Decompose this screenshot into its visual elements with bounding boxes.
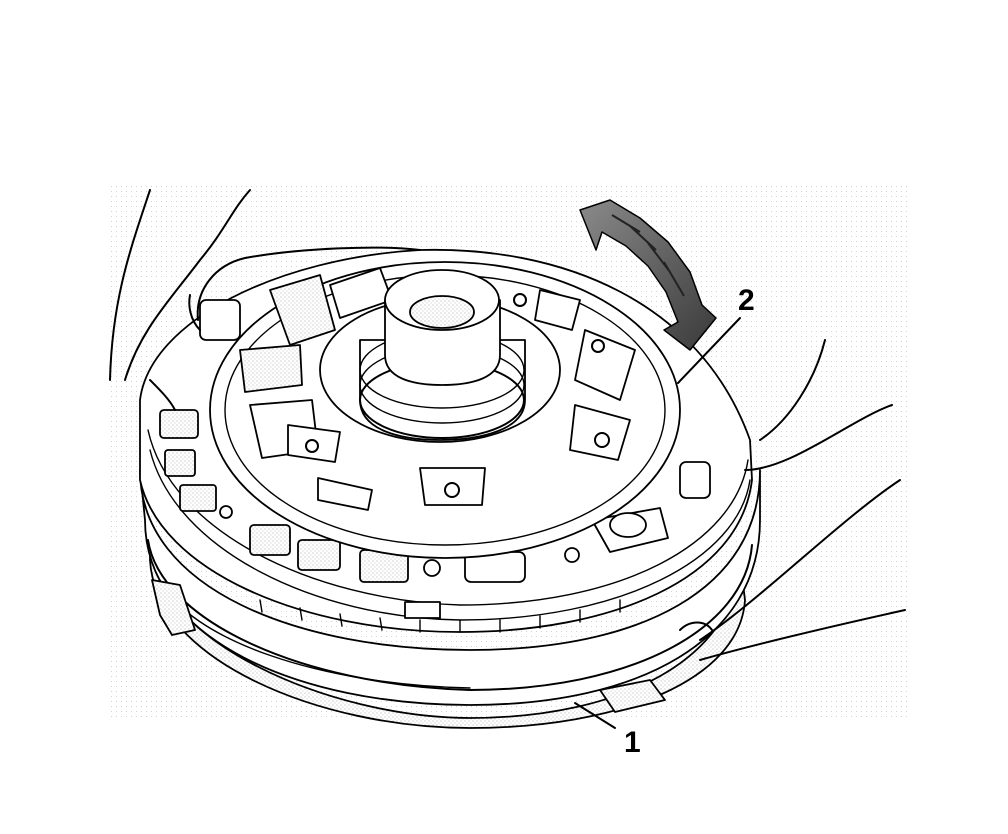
right-hand bbox=[679, 339, 906, 661]
rotation-arrow-icon bbox=[579, 199, 717, 351]
callout-label-2: 2 bbox=[738, 284, 755, 317]
lower-housing bbox=[139, 469, 761, 729]
left-hand bbox=[109, 189, 421, 411]
callout-label-1: 1 bbox=[624, 726, 641, 759]
center-hub bbox=[319, 269, 561, 443]
callout-1-leader bbox=[574, 702, 616, 729]
callout-2-leader bbox=[677, 317, 741, 384]
